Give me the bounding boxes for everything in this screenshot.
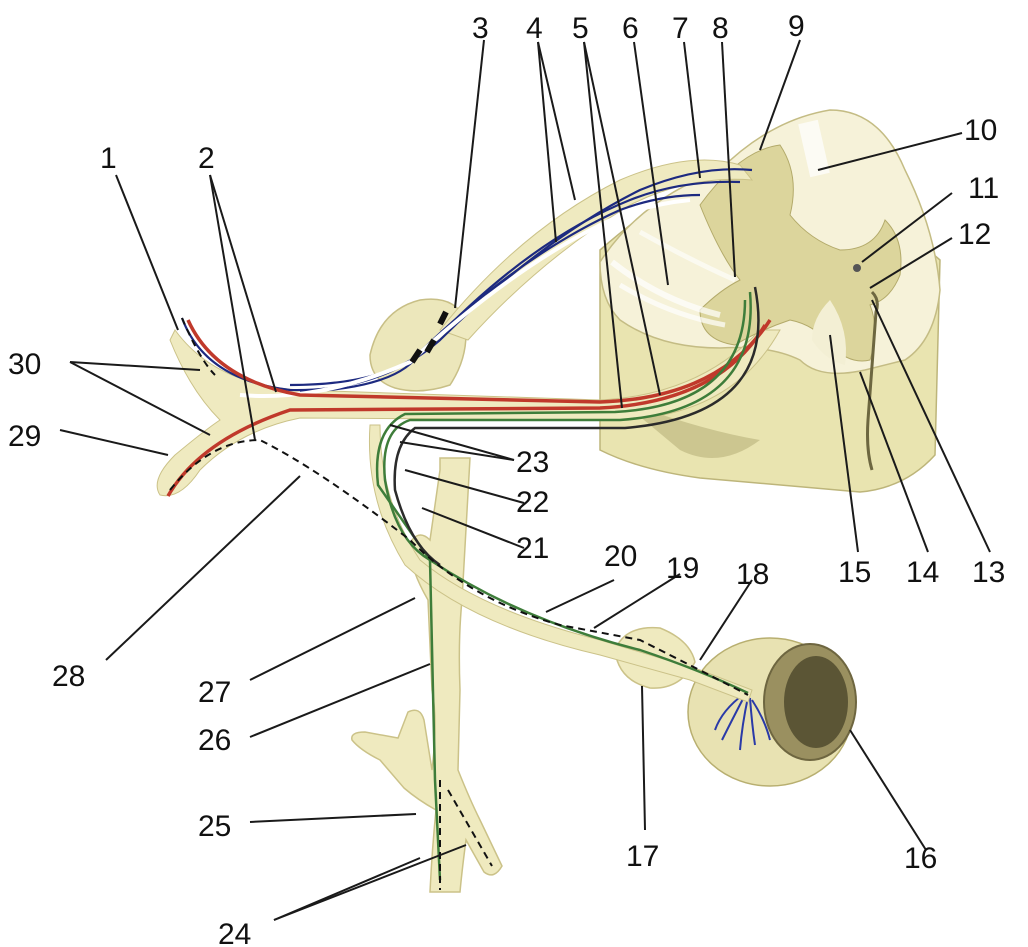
spinal-ganglion [370,299,466,391]
sympathetic-trunk [352,458,502,892]
label-25: 25 [198,810,231,843]
label-24: 24 [218,918,251,947]
label-26: 26 [198,724,231,757]
label-22: 22 [516,486,549,519]
label-3: 3 [472,12,489,45]
label-15: 15 [838,556,871,589]
label-27: 27 [198,676,231,709]
label-13: 13 [972,556,1005,589]
label-29: 29 [8,420,41,453]
label-12: 12 [958,218,991,251]
label-17: 17 [626,840,659,873]
label-16: 16 [904,842,937,875]
visceral-organ [688,638,856,786]
label-21: 21 [516,532,549,565]
label-19: 19 [666,552,699,585]
central-canal [853,264,861,272]
label-30: 30 [8,348,41,381]
label-28: 28 [52,660,85,693]
label-7: 7 [672,12,689,45]
label-4: 4 [526,12,543,45]
label-5: 5 [572,12,589,45]
sympathetic-trunk-body [352,458,502,892]
label-11: 11 [968,172,999,205]
label-23: 23 [516,446,549,479]
label-1: 1 [100,142,117,175]
label-9: 9 [788,10,805,43]
label-6: 6 [622,12,639,45]
label-18: 18 [736,558,769,591]
label-2: 2 [198,142,215,175]
label-10: 10 [964,114,997,147]
label-8: 8 [712,12,729,45]
label-14: 14 [906,556,939,589]
label-20: 20 [604,540,637,573]
